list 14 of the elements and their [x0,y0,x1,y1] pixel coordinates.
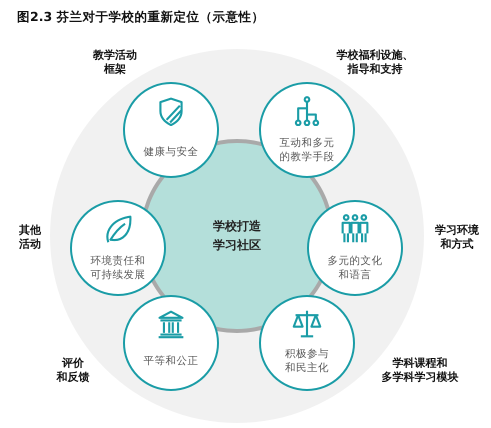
outer-label: 学校福利设施、指导和支持 [336,48,414,78]
outer-label: 其他活动 [19,224,41,252]
outer-label: 学科课程和多学科学习模块 [382,356,458,386]
circle-label: 互动和多元的教学手段 [280,135,334,164]
outer-label: 学习环境和方式 [435,224,479,252]
outer-label: 评价和反馈 [56,356,90,386]
circle-label: 学校打造学习社区 [213,218,261,254]
circle-label: 环境责任和可持续发展 [90,253,146,282]
circle-label: 健康与安全 [144,144,198,159]
figure-title: 图2.3 芬兰对于学校的重新定位（示意性） [17,9,264,26]
circle-label: 积极参与和民主化 [285,346,329,375]
circle-label: 多元的文化和语言 [328,253,382,282]
circle-label: 平等和公正 [144,353,198,368]
outer-label: 教学活动框架 [93,48,137,78]
